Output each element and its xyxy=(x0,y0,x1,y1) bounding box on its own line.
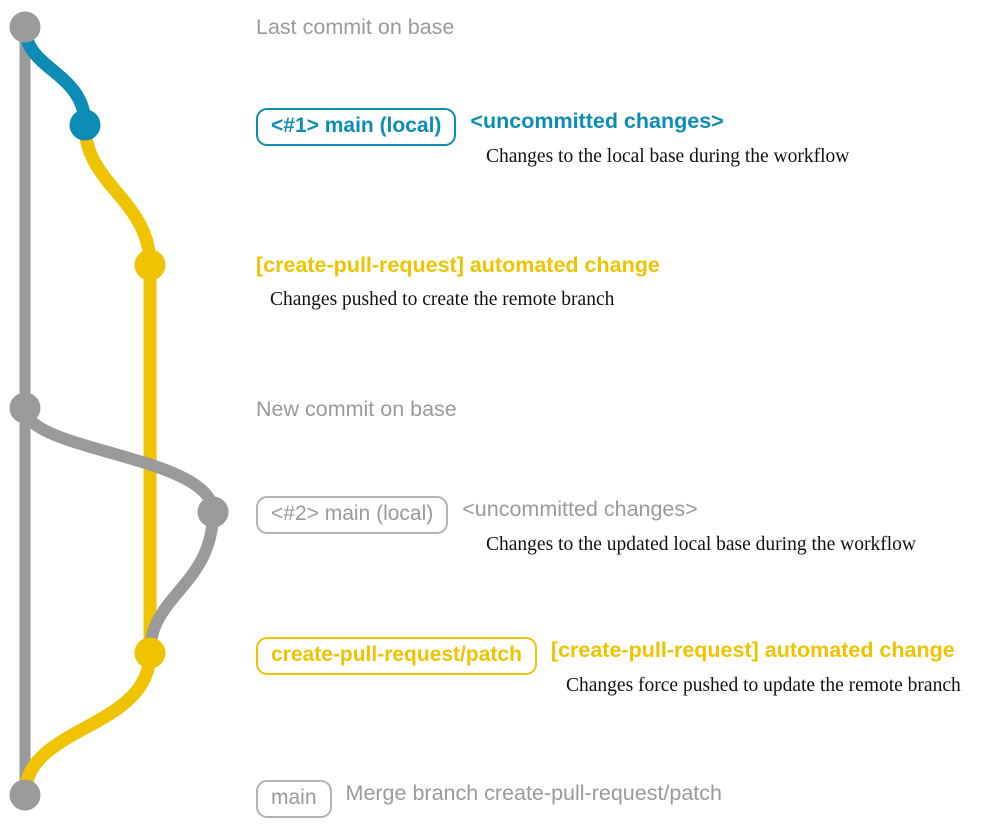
commit-node-base-last[interactable] xyxy=(9,11,41,43)
commit-node-base-new[interactable] xyxy=(9,392,41,424)
commit-subject-local-1: <uncommitted changes> xyxy=(470,109,724,133)
git-graph xyxy=(9,11,229,811)
row-local-commit-1: <#1> main (local) <uncommitted changes> xyxy=(256,108,724,146)
commit-node-base-merge[interactable] xyxy=(9,779,41,811)
ref-pill-local-1[interactable]: <#1> main (local) xyxy=(256,108,457,146)
ref-pill-main[interactable]: main xyxy=(256,780,332,818)
commit-subject-merge: Merge branch create-pull-request/patch xyxy=(345,781,722,805)
ref-pill-local-2[interactable]: <#2> main (local) xyxy=(256,496,449,534)
row-patch-commit-2: create-pull-request/patch [create-pull-r… xyxy=(256,637,955,675)
ref-pill-patch-2[interactable]: create-pull-request/patch xyxy=(256,637,537,675)
headline-new-commit-on-base: New commit on base xyxy=(256,397,457,421)
local-branch-line xyxy=(18,20,92,132)
commit-subject-patch-1: [create-pull-request] automated change xyxy=(256,253,660,277)
patch-lane-line xyxy=(78,118,157,660)
commit-note-patch-1: Changes pushed to create the remote bran… xyxy=(270,289,615,310)
commit-note-local-2: Changes to the updated local base during… xyxy=(486,534,916,555)
commit-node-patch-2[interactable] xyxy=(134,637,166,669)
commit-node-local-1[interactable] xyxy=(69,109,101,141)
commit-note-patch-2: Changes force pushed to update the remot… xyxy=(566,675,961,696)
commit-node-patch-1[interactable] xyxy=(134,249,166,281)
patch-merge-line xyxy=(18,646,157,802)
updated-local-branch-line xyxy=(19,402,219,518)
row-merge-commit: main Merge branch create-pull-request/pa… xyxy=(256,780,722,818)
commit-note-local-1: Changes to the local base during the wor… xyxy=(486,146,850,167)
commit-node-local-2[interactable] xyxy=(197,496,229,528)
row-local-commit-2: <#2> main (local) <uncommitted changes> xyxy=(256,496,698,534)
headline-last-commit-on-base: Last commit on base xyxy=(256,15,455,39)
row-patch-commit-1: [create-pull-request] automated change xyxy=(256,252,660,278)
updated-local-merge-line xyxy=(144,506,219,659)
commit-subject-local-2: <uncommitted changes> xyxy=(462,497,698,521)
commit-subject-patch-2: [create-pull-request] automated change xyxy=(550,638,955,662)
